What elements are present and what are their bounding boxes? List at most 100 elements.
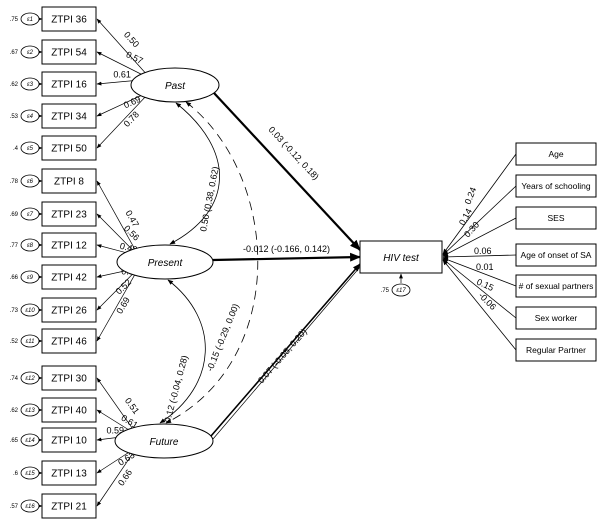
error-label: ε1 — [27, 17, 33, 23]
indicator-box — [41, 427, 97, 453]
node-layer: 0.50 ZTPI 36 ε1 .75 0.57 ZTPI 54 ε2 .67 0.61ZTPI… — [10, 6, 597, 519]
latent-label-future: Future — [150, 437, 179, 448]
covariate-label: SES — [547, 213, 564, 223]
path-arrow-past — [213, 92, 361, 251]
error-variance: .74 — [10, 376, 19, 382]
covariate-arrow — [442, 254, 517, 260]
error-term — [20, 238, 40, 252]
error-term — [20, 270, 40, 284]
error-label: ε11 — [26, 339, 35, 345]
indicator-label: ZTPI 34 — [51, 112, 87, 123]
error-variance: .77 — [10, 243, 19, 249]
error-term — [20, 45, 40, 59]
loading-arrow — [96, 446, 138, 507]
indicator-label: ZTPI 12 — [51, 241, 87, 252]
error-variance: .57 — [10, 504, 19, 510]
error-term — [20, 433, 40, 447]
path-arrow-future — [210, 263, 361, 437]
loading-label: 0.78 — [122, 109, 141, 129]
covariate-coefficient: 0.15 — [475, 277, 495, 293]
indicator-label: ZTPI 21 — [51, 502, 87, 513]
covariate-box — [515, 338, 597, 362]
loading-arrow — [96, 90, 152, 149]
loading-label: 0.69 — [114, 295, 131, 315]
indicator-box — [41, 39, 97, 65]
loading-label: 0.52 — [114, 277, 134, 296]
indicator-box — [41, 460, 97, 486]
error-label: ε3 — [27, 82, 34, 88]
error-term — [20, 499, 40, 513]
loading-label: 0.57 — [125, 49, 145, 66]
error-variance: .65 — [10, 438, 19, 444]
path-coefficient-past: 0.03 (-0.12, 0.18) — [267, 125, 321, 182]
covariate-arrow — [442, 259, 517, 351]
error-term — [20, 334, 40, 348]
error-term — [20, 109, 40, 123]
error-variance: .62 — [10, 408, 19, 414]
covariate-box — [515, 174, 597, 198]
error-variance: .75 — [10, 17, 19, 23]
covariate-arrow — [442, 257, 517, 287]
path-arrow-future-edge — [212, 266, 361, 440]
latent-future — [114, 423, 214, 459]
indicator-box — [41, 71, 97, 97]
indicator-label: ZTPI 36 — [51, 15, 87, 26]
indicator-box — [41, 397, 97, 423]
covariate-coefficient: 0.01 — [476, 262, 494, 272]
covariate-label: Years of schooling — [521, 181, 590, 191]
loading-arrow — [96, 267, 139, 311]
error-variance: .53 — [10, 114, 19, 120]
outcome-error-label: ε17 — [396, 288, 406, 294]
error-variance: .6 — [13, 471, 19, 477]
loading-label: 0.50 — [122, 30, 141, 50]
loading-arrow — [96, 213, 139, 257]
loading-label: 0.59 — [107, 426, 125, 436]
latent-past — [130, 67, 220, 103]
indicator-box — [41, 493, 97, 519]
covariance-label-past-present: 0.50 (0.38, 0.62) — [198, 166, 220, 233]
outcome-label: HIV test — [383, 253, 420, 264]
covariate-label: Sex worker — [535, 313, 578, 323]
loading-arrow — [96, 18, 152, 80]
indicator-label: ZTPI 26 — [51, 306, 87, 317]
covariate-label: # of sexual partners — [519, 281, 594, 291]
indicator-label: ZTPI 40 — [51, 406, 87, 417]
indicator-label: ZTPI 23 — [51, 210, 87, 221]
outcome-box — [359, 240, 443, 274]
indicator-label: ZTPI 50 — [51, 144, 87, 155]
indicator-label: ZTPI 16 — [51, 80, 87, 91]
covariance-label-past-future: -0.15 (-0.29, 0.00) — [205, 302, 241, 373]
error-label: ε6 — [27, 179, 34, 185]
covariate-arrow — [442, 217, 517, 257]
outcome-error-variance: .75 — [381, 288, 390, 294]
error-term — [20, 174, 40, 188]
error-label: ε2 — [27, 50, 34, 56]
indicator-box — [41, 168, 97, 194]
covariate-arrow — [442, 185, 517, 256]
loading-label: 0.61 — [113, 70, 131, 80]
covariance-label-present-future: 0.12 (-0.04, 0.28) — [162, 354, 190, 423]
error-label: ε7 — [27, 212, 34, 218]
indicator-label: ZTPI 54 — [51, 48, 87, 59]
loading-arrow — [96, 267, 139, 342]
error-term — [20, 371, 40, 385]
error-label: ε12 — [25, 376, 35, 382]
error-label: ε16 — [25, 504, 35, 510]
error-variance: .69 — [10, 212, 19, 218]
error-term — [20, 77, 40, 91]
error-label: ε9 — [27, 275, 34, 281]
error-label: ε13 — [25, 408, 35, 414]
latent-present — [116, 244, 214, 280]
error-label: ε14 — [25, 438, 35, 444]
error-variance: .67 — [10, 50, 19, 56]
covariate-coefficient: 0.06 — [474, 246, 492, 256]
error-variance: .73 — [10, 308, 19, 314]
indicator-label: ZTPI 30 — [51, 374, 87, 385]
error-label: ε5 — [27, 146, 34, 152]
covariate-arrow — [442, 153, 517, 255]
loading-label: 0.66 — [116, 468, 134, 488]
indicator-label: ZTPI 13 — [51, 469, 87, 480]
indicator-label: ZTPI 46 — [51, 337, 87, 348]
error-term — [20, 403, 40, 417]
